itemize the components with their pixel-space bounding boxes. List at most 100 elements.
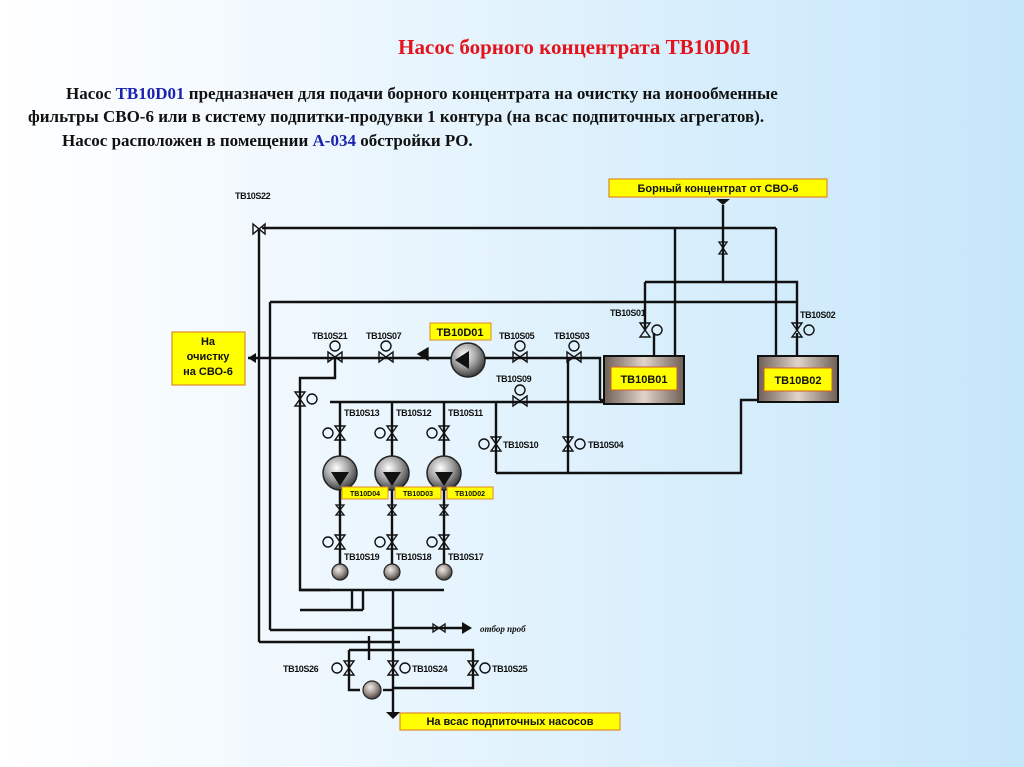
valve-label: ТВ10S22 [235, 191, 271, 201]
small-pump-icon [331, 563, 349, 581]
small-pump-icon [435, 563, 453, 581]
cleaning-label-line-1: На [201, 336, 216, 348]
valve-label: ТВ10S03 [554, 331, 590, 341]
valve-icon [385, 425, 399, 441]
actuator-icon [514, 340, 526, 352]
pump-label: ТВ10D03 [403, 491, 433, 498]
actuator-icon [374, 536, 386, 548]
sampling-outlet: отбор проб [432, 622, 526, 634]
actuator-icon [374, 427, 386, 439]
actuator-icon [426, 427, 438, 439]
valve-icon [327, 350, 343, 364]
arrow-icon [462, 622, 472, 634]
valve-icon [386, 660, 400, 676]
check-valves [334, 241, 729, 516]
pump-tb10d03 [374, 455, 410, 491]
outlet-funnel-icon [386, 712, 400, 719]
valve-icon [561, 436, 575, 452]
valve-icon [385, 534, 399, 550]
pump-direction-icon [435, 472, 453, 486]
check-valve-icon [334, 504, 346, 516]
source-label-box: Борный концентрат от СВО-6 [608, 178, 828, 198]
valve-label: ТВ10S26 [283, 664, 319, 674]
text: предназначен для подачи борного концентр… [184, 84, 778, 103]
actuator-icon [322, 536, 334, 548]
valve-label: ТВ10S25 [492, 664, 528, 674]
description-line-2: фильтры СВО-6 или в систему подпитки-про… [28, 107, 765, 126]
actuator-icon [479, 662, 491, 674]
pump-group: ТВ10D04 ТВ10D03 ТВ10D02 [322, 455, 494, 500]
valve-label: ТВ10S13 [344, 408, 380, 418]
inlet-funnel-icon [716, 199, 730, 205]
pump-label: ТВ10D02 [455, 491, 485, 498]
pump-direction-icon [455, 351, 469, 369]
valve-label: ТВ10S04 [588, 440, 624, 450]
valve-icon [512, 350, 528, 364]
valve-icon [437, 425, 451, 441]
valve-labels: ТВ10S22 ТВ10S21 ТВ10S07 ТВ10S05 ТВ10S03 … [235, 191, 836, 674]
description-line-1: Насос ТВ10D01 предназначен для подачи бо… [66, 84, 778, 104]
actuator-icon [651, 324, 663, 336]
valve-icon [432, 622, 446, 634]
pump-direction-icon [331, 472, 349, 486]
actuator-icon [380, 340, 392, 352]
valve-label: ТВ10S01 [610, 308, 646, 318]
actuator-icon [514, 384, 526, 396]
valve-label: ТВ10S10 [503, 440, 539, 450]
pump-label: ТВ10D01 [436, 327, 483, 339]
outlet-arrow-icon [248, 353, 256, 363]
valve-icon [790, 322, 804, 338]
cleaning-label-box: На очистку на СВО-6 [171, 331, 246, 386]
actuator-icon [399, 662, 411, 674]
actuator-icon [329, 340, 341, 352]
small-pumps [331, 563, 453, 700]
valve-label: ТВ10S05 [499, 331, 535, 341]
pump-tb10d04 [322, 455, 358, 491]
pump-direction-icon [383, 472, 401, 486]
text: обстройки РО. [355, 131, 473, 150]
valve-label: ТВ10S17 [448, 552, 484, 562]
valve-icon [333, 425, 347, 441]
actuator-icon [331, 662, 343, 674]
valve-icon [342, 660, 356, 676]
valve-icon [466, 660, 480, 676]
valve-icon [378, 350, 394, 364]
source-label: Борный концентрат от СВО-6 [638, 183, 799, 195]
valve-icon [437, 534, 451, 550]
small-pump-icon [362, 680, 382, 700]
tank-label: ТВ10В02 [774, 375, 821, 387]
text: Насос расположен в помещении [62, 131, 313, 150]
valve-label: ТВ10S07 [366, 331, 402, 341]
valve-icon [252, 222, 266, 236]
main-pump-tb10d01: ТВ10D01 [429, 322, 492, 378]
actuator-icon [803, 324, 815, 336]
actuator-icon [426, 536, 438, 548]
check-valve-icon [438, 504, 450, 516]
valve-icon [489, 436, 503, 452]
check-valve-icon [416, 346, 429, 362]
tank-label: ТВ10В01 [620, 374, 667, 386]
text: Насос [66, 84, 116, 103]
actuator-icon [568, 340, 580, 352]
cleaning-label-line-3: на СВО-6 [183, 366, 233, 378]
valve-icon [566, 350, 582, 364]
valve-label: ТВ10S24 [412, 664, 448, 674]
valve-icon [512, 394, 528, 408]
valve-label: ТВ10S18 [396, 552, 432, 562]
tank-tb10b02: ТВ10В02 [757, 355, 839, 403]
description-line-3: Насос расположен в помещении А-034 обстр… [62, 131, 473, 151]
valve-icon [293, 391, 307, 407]
suction-label-box: На всас подпиточных насосов [399, 712, 621, 731]
page-title: Насос борного концентрата ТВ10D01 [398, 35, 751, 59]
valve-icon [638, 322, 652, 338]
pump-label: ТВ10D04 [350, 491, 380, 498]
valve-icon [333, 534, 347, 550]
valve-label: ТВ10S12 [396, 408, 432, 418]
actuator-icon [478, 438, 490, 450]
valves [252, 222, 815, 676]
cleaning-label-line-2: очистку [187, 351, 231, 363]
check-valve-icon [717, 241, 729, 255]
valve-label: ТВ10S09 [496, 374, 532, 384]
actuator-icon [306, 393, 318, 405]
valve-label: ТВ10S19 [344, 552, 380, 562]
